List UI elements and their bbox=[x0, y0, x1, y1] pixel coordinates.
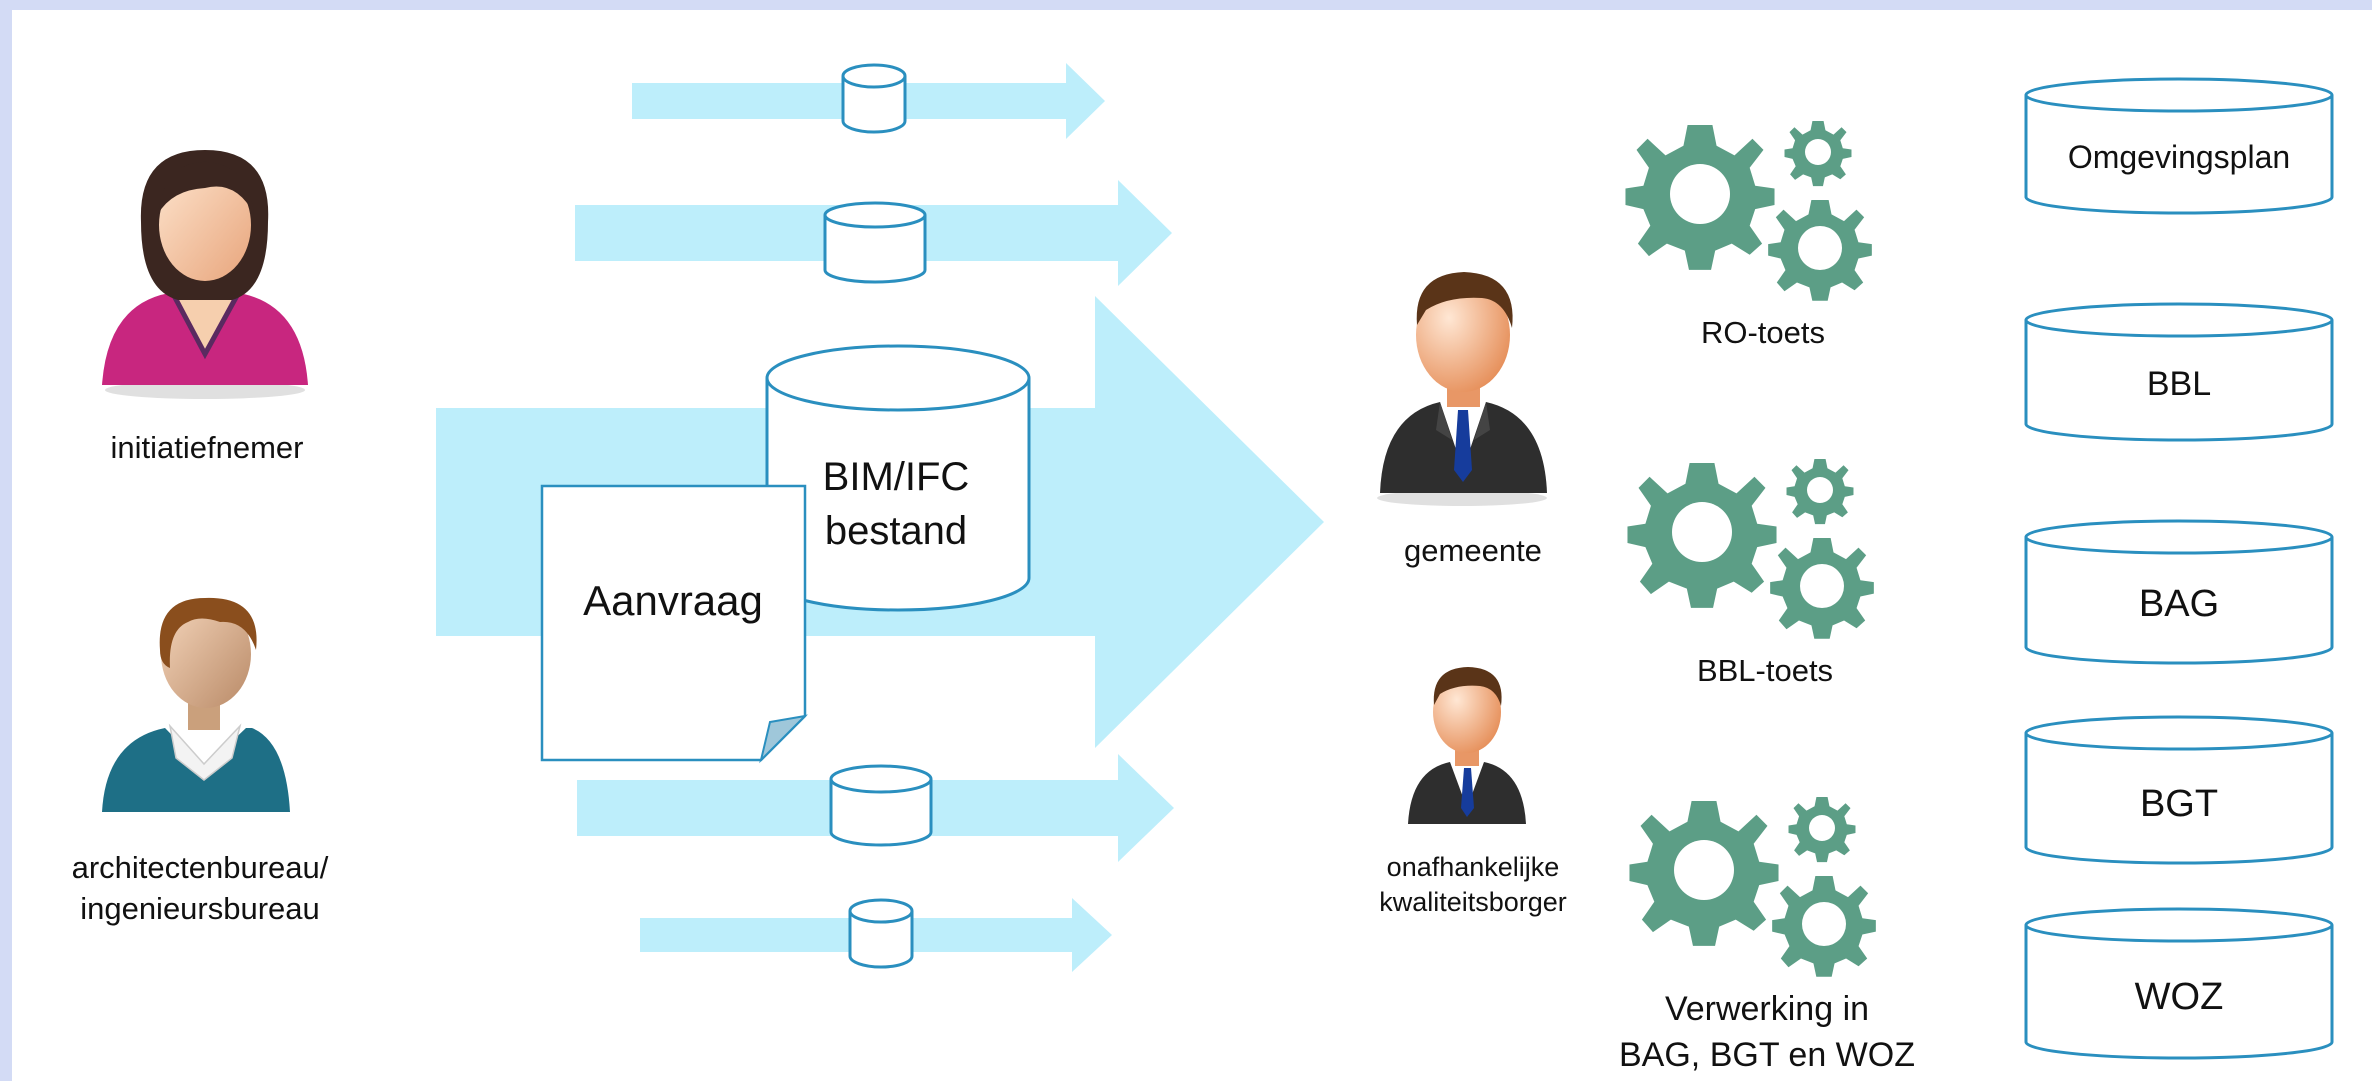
gears-icon bbox=[1627, 459, 1874, 639]
registry-label: BGT bbox=[2140, 783, 2218, 825]
registry-bbl bbox=[2024, 302, 2334, 442]
registry-bag bbox=[2024, 519, 2334, 665]
businessman-icon bbox=[1377, 272, 1547, 506]
bim-ifc-label-line2: bestand bbox=[825, 509, 967, 553]
registry-label: Omgevingsplan bbox=[2068, 139, 2290, 175]
flow-arrow-4 bbox=[640, 898, 1112, 972]
registry-bgt bbox=[2024, 715, 2334, 865]
architect-label: architectenbureau/ bbox=[72, 850, 329, 885]
bim-ifc-label: BIM/IFC bbox=[823, 455, 970, 499]
data-cylinder-icon bbox=[848, 898, 914, 969]
flow-arrow-2 bbox=[575, 180, 1172, 286]
assurer-label-line2: kwaliteitsborger bbox=[1379, 887, 1567, 917]
man-user-icon bbox=[102, 597, 290, 812]
assurer-label: onafhankelijke bbox=[1387, 852, 1560, 882]
processing-label-line2: BAG, BGT en WOZ bbox=[1619, 1036, 1915, 1074]
bbl-check-label: BBL-toets bbox=[1697, 653, 1833, 688]
registry-label: WOZ bbox=[2135, 976, 2224, 1018]
gears-icon bbox=[1625, 121, 1872, 301]
application-label: Aanvraag bbox=[583, 577, 763, 624]
flow-arrow-3 bbox=[577, 754, 1174, 862]
processing-label: Verwerking in bbox=[1665, 990, 1869, 1028]
architect-label-line2: ingenieursbureau bbox=[80, 891, 320, 926]
municipality-label: gemeente bbox=[1404, 533, 1542, 568]
data-cylinder-icon bbox=[823, 201, 927, 284]
gears-icon bbox=[1629, 797, 1876, 977]
ro-check-label: RO-toets bbox=[1701, 315, 1825, 350]
registry-omgevingsplan bbox=[2024, 77, 2334, 215]
registry-label: BBL bbox=[2147, 365, 2211, 403]
registry-label: BAG bbox=[2139, 583, 2219, 625]
data-cylinder-icon bbox=[829, 764, 933, 847]
flow-arrow-1 bbox=[632, 63, 1105, 139]
data-cylinder-icon bbox=[841, 63, 907, 134]
woman-user-icon bbox=[102, 150, 308, 399]
initiator-label: initiatiefnemer bbox=[111, 430, 304, 465]
bim-ifc-cylinder bbox=[765, 344, 1031, 612]
businessman-icon bbox=[1408, 667, 1526, 824]
registry-woz bbox=[2024, 907, 2334, 1060]
application-document-icon bbox=[540, 484, 808, 764]
